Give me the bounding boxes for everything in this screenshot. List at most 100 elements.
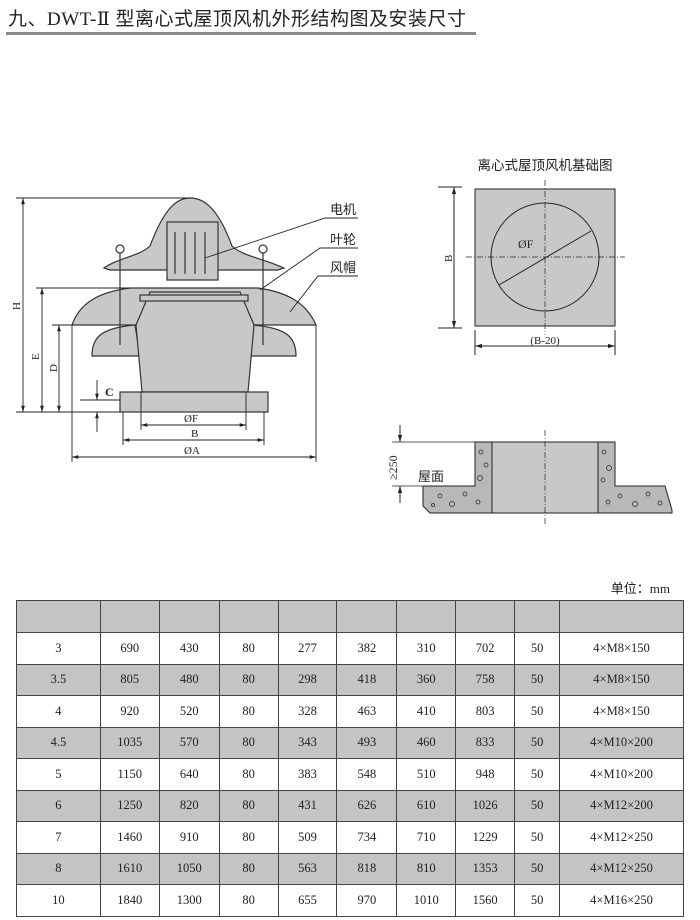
table-cell: 4×M8×150 [559, 695, 684, 728]
foundation-plan-drawing [438, 180, 625, 355]
table-cell: 805 [99, 663, 160, 696]
table-cell: 50 [514, 884, 561, 917]
table-cell: 80 [218, 789, 279, 822]
table-cell: 1840 [99, 884, 160, 917]
table-cell: 50 [514, 852, 561, 885]
table-cell: 383 [277, 758, 338, 791]
table-cell: 6 [16, 789, 101, 822]
base-flange [119, 391, 269, 413]
table-cell: 4×M12×200 [559, 789, 684, 822]
table-cell: 570 [158, 726, 220, 759]
table-cell: 4×M10×200 [559, 726, 684, 759]
table-cell: 493 [336, 726, 398, 759]
table-cell: 1560 [455, 884, 516, 917]
table-cell: 431 [277, 789, 338, 822]
table-cell: 610 [396, 789, 457, 822]
table-header-cell [277, 600, 338, 633]
table-cell: 4×M12×250 [559, 852, 684, 885]
roof-label: 屋面 [418, 469, 444, 484]
table-cell: 1150 [99, 758, 160, 791]
table-cell: 1035 [99, 726, 160, 759]
table-cell: 80 [218, 695, 279, 728]
table-cell: 820 [158, 789, 220, 822]
dim-a: ØA [184, 445, 200, 457]
plan-dim-b: B [443, 255, 455, 262]
table-cell: 1250 [99, 789, 160, 822]
dim-b: B [191, 428, 198, 440]
table-cell: 563 [277, 852, 338, 885]
table-cell: 758 [455, 663, 516, 696]
table-cell: 382 [336, 632, 398, 665]
table-cell: 1229 [455, 821, 516, 854]
table-cell: 1026 [455, 789, 516, 822]
table-cell: 310 [396, 632, 457, 665]
section-height-label: ≥250 [386, 455, 400, 480]
table-cell: 50 [514, 726, 561, 759]
table-cell: 10 [16, 884, 101, 917]
table-header-cell [396, 600, 457, 633]
table-cell: 328 [277, 695, 338, 728]
table-cell: 4×M10×200 [559, 758, 684, 791]
table-cell: 430 [158, 632, 220, 665]
table-cell: 4.5 [16, 726, 101, 759]
table-header-cell [559, 600, 684, 633]
table-cell: 50 [514, 821, 561, 854]
table-cell: 480 [158, 663, 220, 696]
table-cell: 277 [277, 632, 338, 665]
table-cell: 80 [218, 632, 279, 665]
table-cell: 702 [455, 632, 516, 665]
left-skirt [91, 324, 141, 357]
table-cell: 1353 [455, 852, 516, 885]
right-skirt [247, 324, 297, 357]
table-cell: 710 [396, 821, 457, 854]
table-cell: 970 [336, 884, 398, 917]
table-cell: 4×M8×150 [559, 663, 684, 696]
table-header-cell [99, 600, 160, 633]
table-cell: 7 [16, 821, 101, 854]
table-cell: 50 [514, 663, 561, 696]
table-cell: 80 [218, 852, 279, 885]
hood-label: 风帽 [330, 260, 356, 275]
impeller-label: 叶轮 [330, 232, 356, 247]
table-cell: 920 [99, 695, 160, 728]
foundation-section-drawing [392, 425, 673, 525]
table-cell: 418 [336, 663, 398, 696]
table-cell: 80 [218, 884, 279, 917]
plan-dim-f: ØF [518, 237, 534, 251]
fan-outline-drawing [71, 197, 317, 413]
table-cell: 1300 [158, 884, 220, 917]
table-cell: 50 [514, 632, 561, 665]
table-cell: 1460 [99, 821, 160, 854]
table-cell: 640 [158, 758, 220, 791]
table-cell: 509 [277, 821, 338, 854]
table-cell: 4 [16, 695, 101, 728]
table-cell: 1010 [396, 884, 457, 917]
table-cell: 626 [336, 789, 398, 822]
table-cell: 810 [396, 852, 457, 885]
title-underline [6, 32, 476, 35]
table-header-cell [218, 600, 279, 633]
table-cell: 360 [396, 663, 457, 696]
table-cell: 50 [514, 758, 561, 791]
table-cell: 343 [277, 726, 338, 759]
table-cell: 548 [336, 758, 398, 791]
table-cell: 1610 [99, 852, 160, 885]
table-cell: 690 [99, 632, 160, 665]
table-cell: 3 [16, 632, 101, 665]
motor-label: 电机 [330, 202, 356, 217]
table-cell: 1050 [158, 852, 220, 885]
dim-f: ØF [184, 413, 198, 425]
fan-dimensions [16, 197, 358, 462]
impeller-plate [139, 294, 249, 302]
table-cell: 463 [336, 695, 398, 728]
table-cell: 298 [277, 663, 338, 696]
table-cell: 910 [158, 821, 220, 854]
table-cell: 50 [514, 695, 561, 728]
